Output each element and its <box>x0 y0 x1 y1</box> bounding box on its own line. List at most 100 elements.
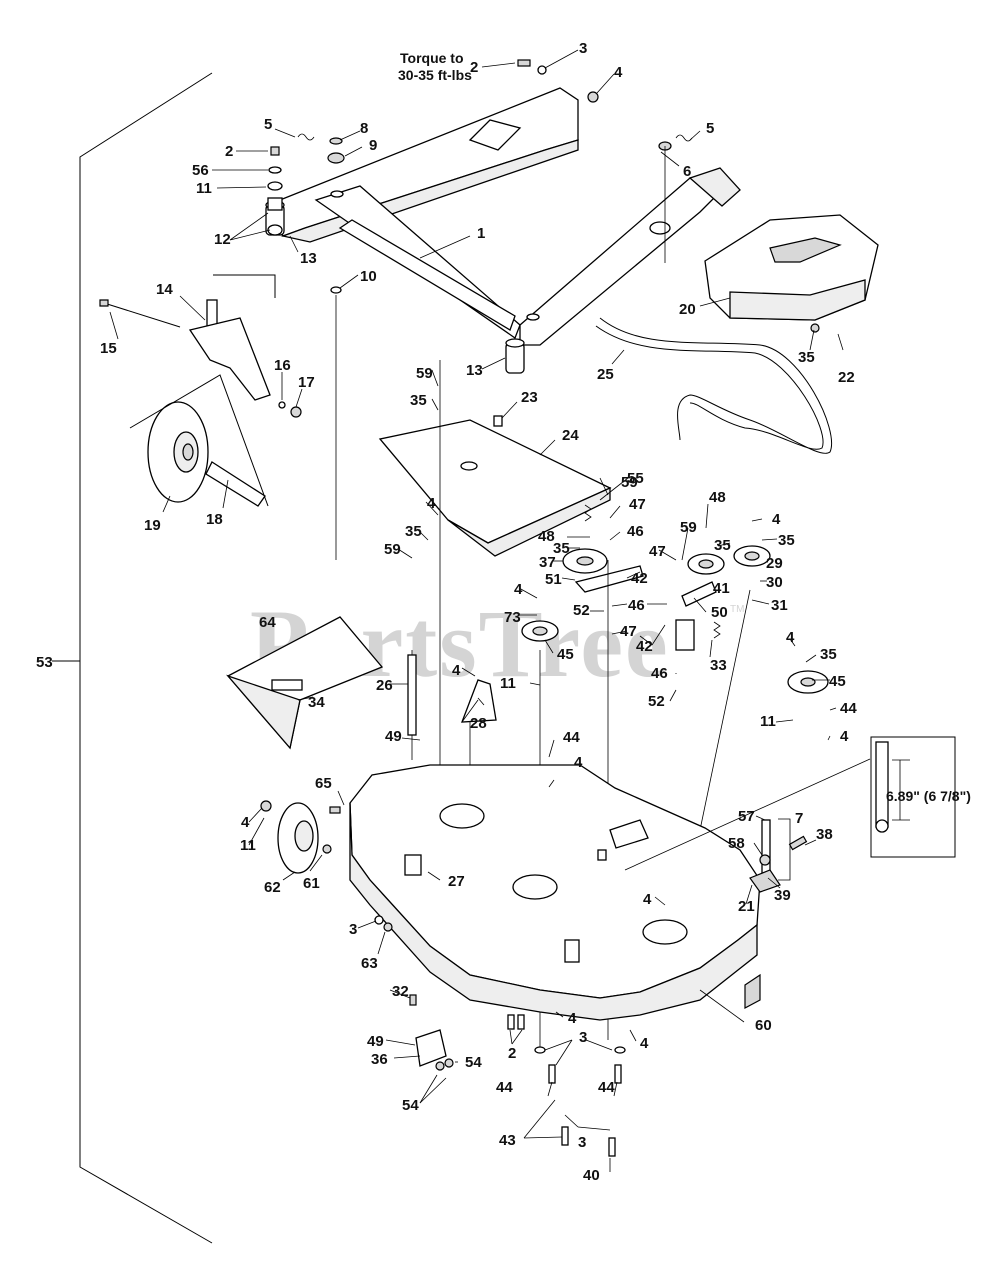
drive-belt <box>595 317 832 454</box>
callout-3: 3 <box>579 40 587 57</box>
callout-52: 52 <box>573 602 590 619</box>
callout-47: 47 <box>620 623 637 640</box>
callout-49: 49 <box>385 728 402 745</box>
callout-36: 36 <box>371 1051 388 1068</box>
callout-62: 62 <box>264 879 281 896</box>
callout-18: 18 <box>206 511 223 528</box>
callout-44: 44 <box>598 1079 615 1096</box>
callout-34: 34 <box>308 694 325 711</box>
callout-35: 35 <box>820 646 837 663</box>
callout-4: 4 <box>514 581 523 598</box>
callout-2: 2 <box>470 59 478 76</box>
callout-59: 59 <box>621 474 638 491</box>
frame-hardware <box>267 59 693 294</box>
callout-22: 22 <box>838 369 855 386</box>
callout-46: 46 <box>628 597 645 614</box>
callout-15: 15 <box>100 340 117 357</box>
callout-13: 13 <box>300 250 317 267</box>
callout-4: 4 <box>640 1035 649 1052</box>
callout-28: 28 <box>470 715 487 732</box>
callout-64: 64 <box>259 614 276 631</box>
callout-4: 4 <box>574 754 583 771</box>
callout-43: 43 <box>499 1132 516 1149</box>
callout-60: 60 <box>755 1017 772 1034</box>
callout-24: 24 <box>562 427 579 444</box>
callout-3: 3 <box>579 1029 587 1046</box>
callout-21: 21 <box>738 898 755 915</box>
callout-38: 38 <box>816 826 833 843</box>
callout-39: 39 <box>774 887 791 904</box>
callout-16: 16 <box>274 357 291 374</box>
callout-46: 46 <box>651 665 668 682</box>
caster-assembly <box>99 274 302 507</box>
torque-note-line1: Torque to <box>400 50 464 66</box>
callout-19: 19 <box>144 517 161 534</box>
callout-13: 13 <box>466 362 483 379</box>
callout-7: 7 <box>795 810 803 827</box>
deck-wheel <box>260 800 341 874</box>
callout-48: 48 <box>538 528 555 545</box>
callout-31: 31 <box>771 597 788 614</box>
callout-32: 32 <box>392 983 409 1000</box>
callout-26: 26 <box>376 677 393 694</box>
callout-35: 35 <box>405 523 422 540</box>
bracket-28 <box>461 679 497 723</box>
height-gauge-inset <box>624 736 956 871</box>
callout-2: 2 <box>508 1045 516 1062</box>
callout-51: 51 <box>545 571 562 588</box>
callout-4: 4 <box>614 64 623 81</box>
callout-5: 5 <box>264 116 272 133</box>
callout-2: 2 <box>225 143 233 160</box>
callout-46: 46 <box>627 523 644 540</box>
callout-5: 5 <box>706 120 714 137</box>
callout-11: 11 <box>196 180 212 197</box>
callout-37: 37 <box>539 554 556 571</box>
callout-11: 11 <box>760 713 776 730</box>
callout-35: 35 <box>714 537 731 554</box>
callout-35: 35 <box>798 349 815 366</box>
callout-4: 4 <box>427 495 436 512</box>
callout-3: 3 <box>578 1134 586 1151</box>
leader-lines <box>109 49 844 1172</box>
callout-1: 1 <box>477 225 485 242</box>
callout-59: 59 <box>416 365 433 382</box>
callout-4: 4 <box>643 891 652 908</box>
hitch-frame <box>265 87 741 374</box>
callout-63: 63 <box>361 955 378 972</box>
height-spec-note: 6.89" (6 7/8") <box>886 788 971 804</box>
callout-6: 6 <box>683 163 691 180</box>
watermark-trademark: TM <box>730 604 744 615</box>
callout-11: 11 <box>240 837 256 854</box>
callout-10: 10 <box>360 268 377 285</box>
callout-73: 73 <box>504 609 521 626</box>
callout-59: 59 <box>384 541 401 558</box>
callout-23: 23 <box>521 389 538 406</box>
callout-8: 8 <box>360 120 368 137</box>
callout-27: 27 <box>448 873 465 890</box>
callout-55: 55 <box>627 470 644 487</box>
callout-29: 29 <box>766 555 783 572</box>
callout-30: 30 <box>766 574 783 591</box>
callout-65: 65 <box>315 775 332 792</box>
callout-20: 20 <box>679 301 696 318</box>
callout-4: 4 <box>772 511 781 528</box>
callout-56: 56 <box>192 162 209 179</box>
callout-35: 35 <box>410 392 427 409</box>
callout-35: 35 <box>553 540 570 557</box>
callout-4: 4 <box>568 1010 577 1027</box>
callout-53: 53 <box>36 654 53 671</box>
callout-58: 58 <box>728 835 745 852</box>
callout-12: 12 <box>214 231 231 248</box>
callout-4: 4 <box>786 629 795 646</box>
callout-25: 25 <box>597 366 614 383</box>
callout-9: 9 <box>369 137 377 154</box>
callout-57: 57 <box>738 808 755 825</box>
callout-45: 45 <box>557 646 574 663</box>
callout-4: 4 <box>840 728 849 745</box>
callout-14: 14 <box>156 281 173 298</box>
callout-33: 33 <box>710 657 727 674</box>
torque-note-line2: 30-35 ft-lbs <box>398 67 472 83</box>
callout-41: 41 <box>713 580 730 597</box>
callout-47: 47 <box>649 543 666 560</box>
callout-17: 17 <box>298 374 315 391</box>
